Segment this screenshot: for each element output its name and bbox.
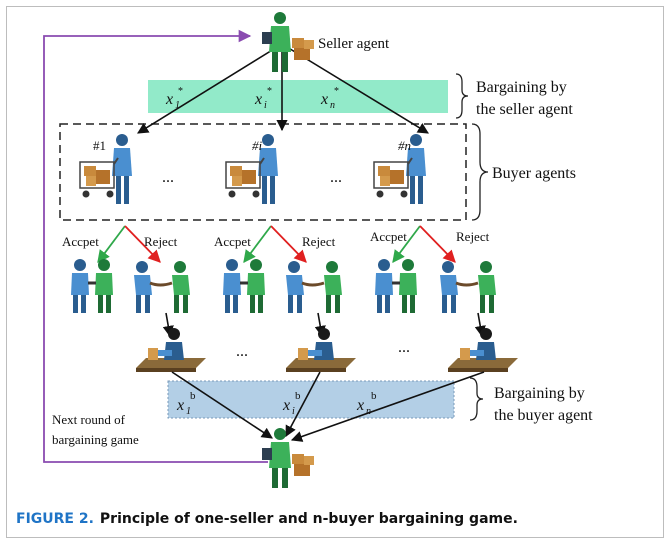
next-round-loop <box>43 29 268 463</box>
svg-text:i: i <box>292 406 295 417</box>
buyer-n-id: #n <box>398 138 411 153</box>
svg-text:1: 1 <box>186 406 191 417</box>
svg-text:Accpet: Accpet <box>370 229 407 244</box>
svg-text:x: x <box>320 91 328 108</box>
buyer-offer-i: x i b <box>282 390 301 417</box>
figure-number: FIGURE 2. <box>16 511 94 527</box>
svg-text:Reject: Reject <box>302 234 336 249</box>
brace-buyer-bargaining <box>469 377 484 421</box>
seller-offer-1: x 1 * <box>165 86 183 111</box>
decision-group-n: Accpet Reject <box>370 225 490 264</box>
svg-text:x: x <box>254 91 262 108</box>
buyer-desk-figure-i <box>286 328 356 372</box>
arrow-seller-buyer-1 <box>137 43 283 134</box>
svg-text:b: b <box>371 390 377 402</box>
buyer-ellipsis-2: ... <box>330 169 342 186</box>
decision-group-i: Accpet Reject <box>214 225 336 264</box>
arrow-desk-seller-1 <box>171 371 273 439</box>
decision-group-1: Accpet Reject <box>62 225 178 264</box>
buyer-desk-figure-1 <box>136 328 206 372</box>
buyer-ellipsis-1: ... <box>162 169 174 186</box>
reject-tug-figure-i <box>284 259 344 315</box>
seller-bargaining-label-2: the seller agent <box>476 101 573 118</box>
svg-text:i: i <box>264 100 267 111</box>
svg-text:x: x <box>282 397 290 414</box>
buyer-offer-1: x 1 b <box>176 390 196 417</box>
next-round-label-2: bargaining game <box>52 432 139 447</box>
seller-offer-i: x i * <box>254 86 272 111</box>
accept-deal-figure-1 <box>69 257 115 315</box>
reject-tug-figure-n <box>438 259 498 315</box>
seller-bargaining-box <box>148 80 448 113</box>
buyer-1-id: #1 <box>93 138 106 153</box>
buyer-desk-figure-n <box>448 328 518 372</box>
svg-text:Accpet: Accpet <box>214 234 251 249</box>
accept-deal-figure-n <box>373 257 419 315</box>
desk-ellipsis-1: ... <box>236 343 248 360</box>
svg-text:Accpet: Accpet <box>62 234 99 249</box>
svg-text:x: x <box>176 397 184 414</box>
svg-text:Reject: Reject <box>144 234 178 249</box>
buyer-bargaining-box <box>167 380 455 419</box>
svg-text:n: n <box>330 100 335 111</box>
buyer-agents-label: Buyer agents <box>492 165 576 182</box>
svg-text:1: 1 <box>175 100 180 111</box>
brace-buyer-agents <box>471 123 489 221</box>
svg-text:*: * <box>178 86 183 97</box>
svg-text:Reject: Reject <box>456 229 490 244</box>
svg-text:n: n <box>366 406 371 417</box>
brace-seller-bargaining <box>455 73 469 119</box>
buyer-i-id: #i <box>252 138 263 153</box>
figure-caption: FIGURE 2. Principle of one-seller and n-b… <box>16 511 518 527</box>
svg-text:x: x <box>356 397 364 414</box>
buyer-bargaining-label-2: the buyer agent <box>494 407 593 424</box>
svg-text:x: x <box>165 91 173 108</box>
caption-text: Principle of one-seller and n-buyer barg… <box>99 511 518 527</box>
buyer-bargaining-label-1: Bargaining by <box>494 385 585 402</box>
seller-agent-figure <box>262 12 314 72</box>
buyer-offer-n: x n b <box>356 390 377 417</box>
arrow-desk-seller-i <box>285 371 321 437</box>
buyer-agent-1-figure <box>79 133 133 205</box>
seller-offer-n: x n * <box>320 86 339 111</box>
seller-agent-label: Seller agent <box>318 36 390 52</box>
accept-deal-figure-i <box>221 257 267 315</box>
buyer-agents-group <box>59 123 467 221</box>
svg-text:b: b <box>295 390 301 402</box>
desk-ellipsis-2: ... <box>398 339 410 356</box>
svg-text:*: * <box>334 86 339 97</box>
svg-text:b: b <box>190 390 196 402</box>
seller-bargaining-label-1: Bargaining by <box>476 79 567 96</box>
next-round-label-1: Next round of <box>52 412 126 427</box>
reject-tug-figure-1 <box>132 259 192 315</box>
svg-text:*: * <box>267 86 272 97</box>
arrow-desk-seller-n <box>290 371 485 442</box>
